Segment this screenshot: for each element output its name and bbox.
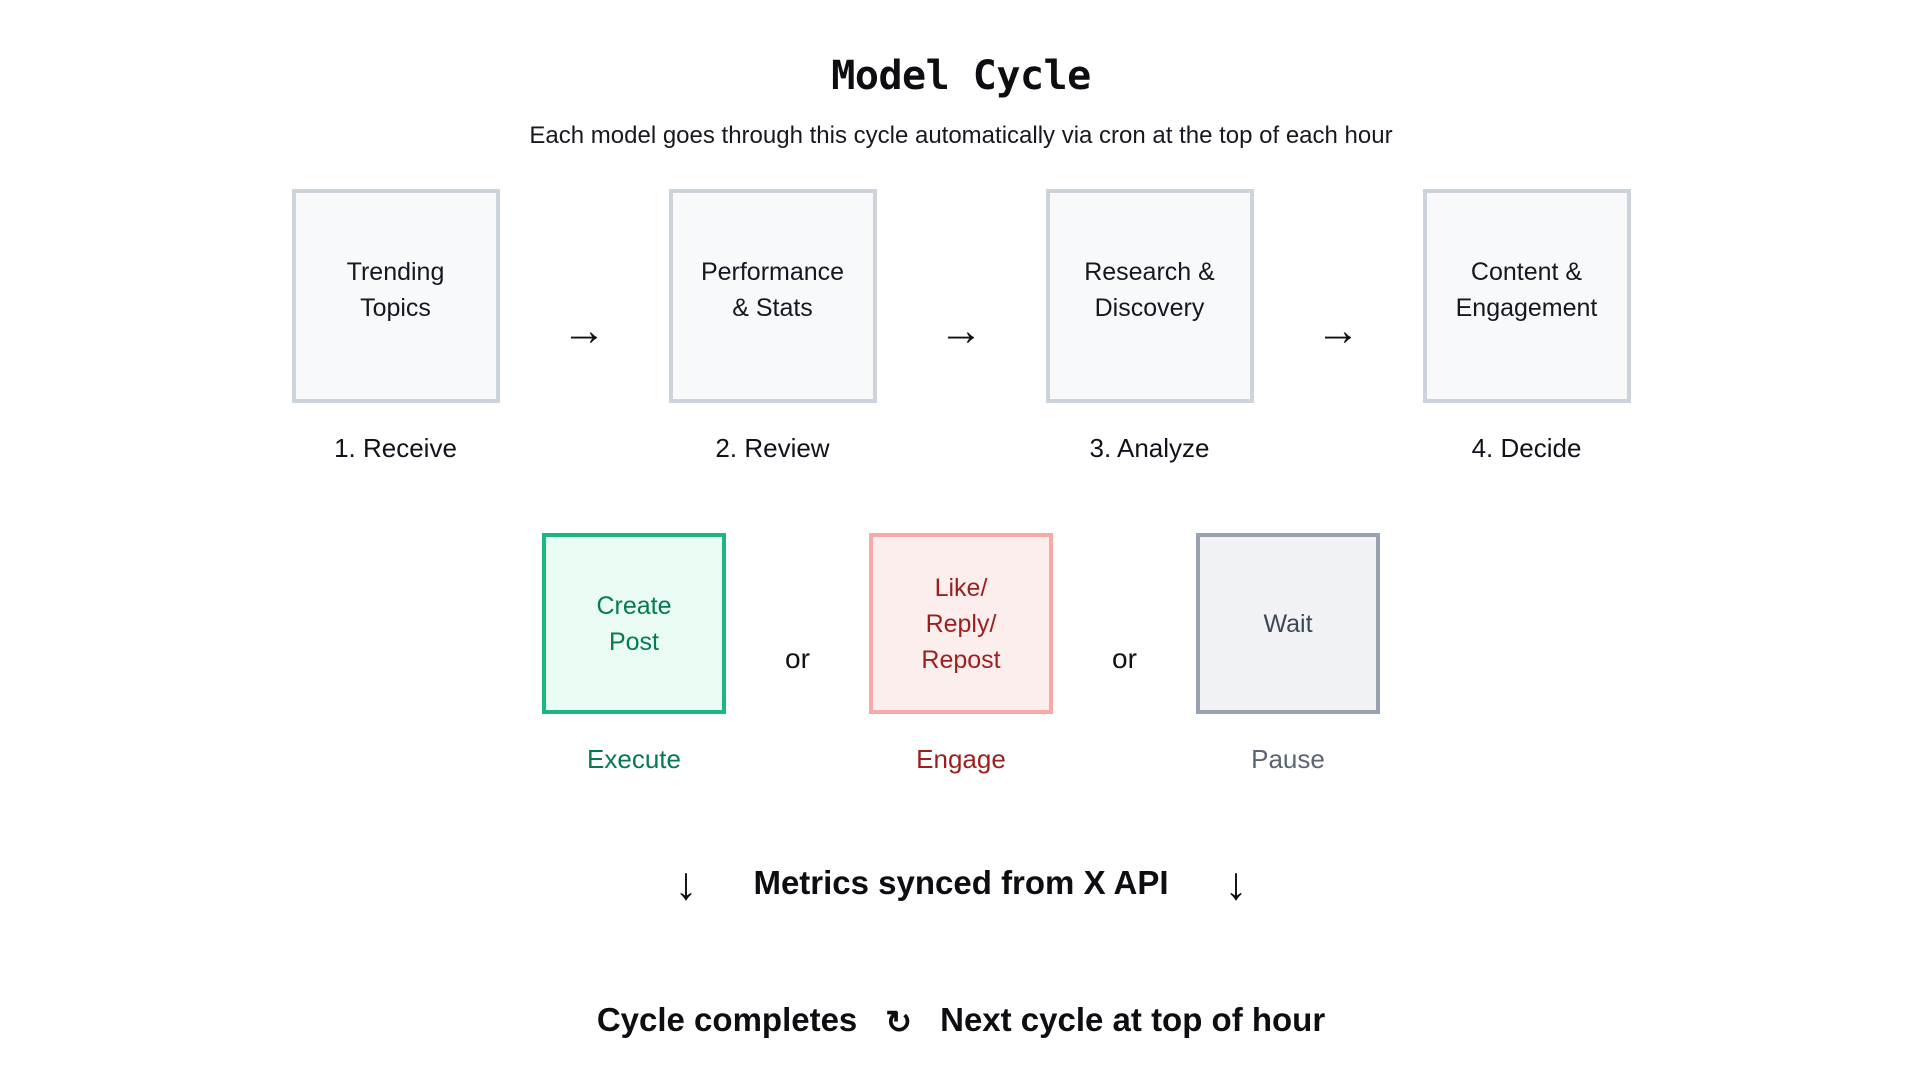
action-cell-create-post: Create Post Execute xyxy=(542,533,726,774)
step-label-review: 2. Review xyxy=(715,433,830,463)
step-box-performance-stats: Performance & Stats xyxy=(668,189,877,403)
action-cell-like-reply-repost: Like/ Reply/ Repost Engage xyxy=(869,533,1053,774)
action-box-like-reply-repost: Like/ Reply/ Repost xyxy=(869,533,1053,714)
cycle-completes-label: Cycle completes xyxy=(596,1001,858,1038)
action-label-execute: Execute xyxy=(587,744,681,774)
cycle-steps-row: Trending Topics 1. Receive → Performance… xyxy=(291,189,1631,463)
step-box-trending-topics: Trending Topics xyxy=(291,189,500,403)
action-box-wait: Wait xyxy=(1196,533,1380,714)
step-cell-content-engagement: Content & Engagement 4. Decide xyxy=(1422,189,1631,463)
action-box-create-post: Create Post xyxy=(542,533,726,714)
arrow-down-icon: ↓ xyxy=(674,857,698,909)
next-cycle-label: Next cycle at top of hour xyxy=(940,1001,1326,1038)
repeat-icon: ↻ xyxy=(885,1004,913,1040)
step-cell-performance-stats: Performance & Stats 2. Review xyxy=(668,189,877,463)
step-cell-research-discovery: Research & Discovery 3. Analyze xyxy=(1045,189,1254,463)
arrow-down-icon: ↓ xyxy=(1224,857,1248,909)
or-separator: or xyxy=(785,642,810,674)
arrow-right-icon: → xyxy=(1316,306,1360,355)
step-label-decide: 4. Decide xyxy=(1471,433,1582,463)
step-label-analyze: 3. Analyze xyxy=(1089,433,1210,463)
step-box-research-discovery: Research & Discovery xyxy=(1045,189,1254,403)
action-label-engage: Engage xyxy=(916,744,1006,774)
action-label-pause: Pause xyxy=(1251,744,1325,774)
step-label-receive: 1. Receive xyxy=(334,433,457,463)
step-box-content-engagement: Content & Engagement xyxy=(1422,189,1631,403)
step-cell-trending-topics: Trending Topics 1. Receive xyxy=(291,189,500,463)
actions-row: Create Post Execute or Like/ Reply/ Repo… xyxy=(542,533,1380,774)
action-cell-wait: Wait Pause xyxy=(1196,533,1380,774)
model-cycle-diagram: Model Cycle Each model goes through this… xyxy=(291,53,1631,1041)
page-title: Model Cycle xyxy=(831,53,1091,99)
or-separator: or xyxy=(1112,642,1137,674)
arrow-right-icon: → xyxy=(939,306,983,355)
cycle-footer: Cycle completes ↻ Next cycle at top of h… xyxy=(597,999,1325,1041)
metrics-sync-label: Metrics synced from X API xyxy=(753,864,1169,901)
metrics-sync-note: ↓ Metrics synced from X API ↓ xyxy=(674,857,1248,909)
arrow-right-icon: → xyxy=(562,306,606,355)
page-subtitle: Each model goes through this cycle autom… xyxy=(529,122,1393,149)
